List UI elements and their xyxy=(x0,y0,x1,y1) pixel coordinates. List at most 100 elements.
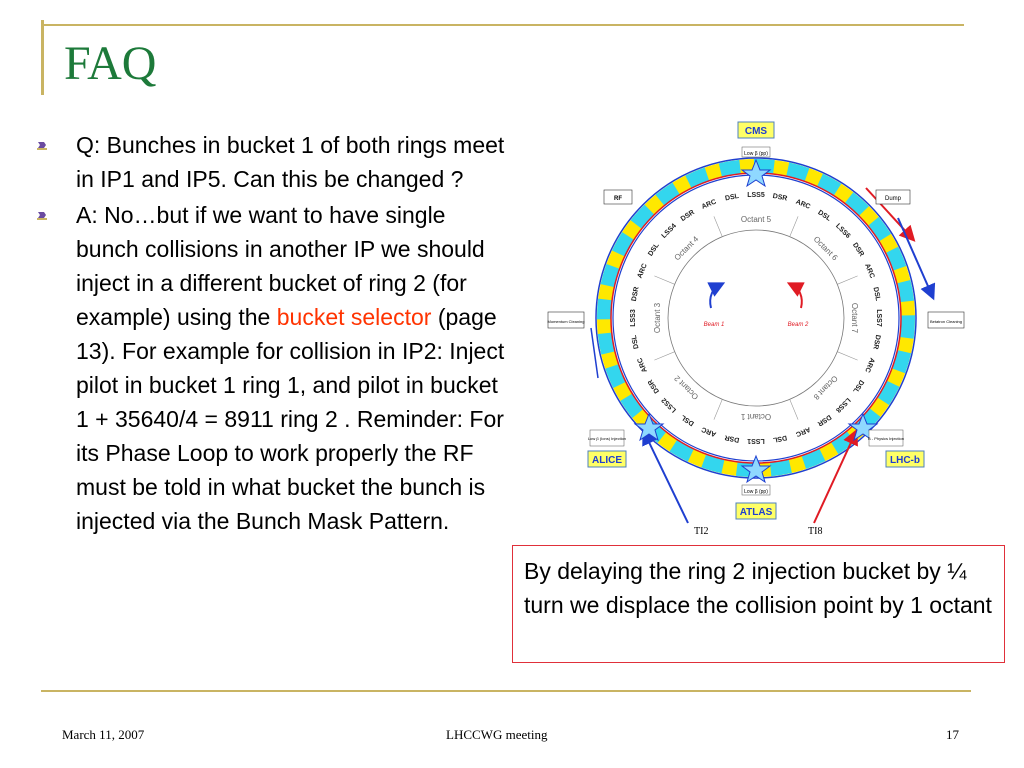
ring-section-label: DSL xyxy=(772,434,788,444)
ring-section-label: DSL xyxy=(872,287,882,303)
ip2-star xyxy=(633,412,665,442)
ring-section-label: LSS7 xyxy=(875,309,882,327)
ring-section-label: DSR xyxy=(871,334,881,350)
octant-label: Octant 2 xyxy=(672,373,700,401)
ring-section-label: LSS4 xyxy=(661,223,678,240)
beam-arrow-right-lower xyxy=(897,217,936,301)
ring-section-label: ARC xyxy=(863,357,875,374)
lhcb-label: LHC-b xyxy=(885,450,925,468)
ti8-transfer-line xyxy=(813,428,858,524)
svg-text:B - Physics Injection: B - Physics Injection xyxy=(868,436,904,441)
ring-section-label: ARC xyxy=(701,199,718,211)
low-beta-top-label: Low β (pp) xyxy=(741,146,771,158)
ring-section-label: DSR xyxy=(816,413,832,427)
ring-section-label: DSR xyxy=(647,378,661,394)
ring-section-label: DSR xyxy=(851,242,865,258)
page-number: 17 xyxy=(946,727,959,742)
alice-injection-label: Low β (Ions) Injection xyxy=(588,429,626,447)
ring-section-label: LSS1 xyxy=(747,437,765,444)
octant-label: Octant 7 xyxy=(850,303,859,334)
ring-section-label: ARC xyxy=(637,357,649,374)
ring-section-label: DSL xyxy=(725,193,741,203)
ti2-transfer-line xyxy=(642,428,689,524)
octant-divider xyxy=(789,216,799,237)
beam2-label: Beam 2 xyxy=(786,282,809,328)
title-accent-horizontal xyxy=(41,24,964,26)
ring-section-label: ARC xyxy=(701,425,718,437)
svg-text:Beam 1: Beam 1 xyxy=(704,322,725,328)
cms-label: CMS xyxy=(737,121,775,139)
footer-date: March 11, 2007 xyxy=(62,727,145,742)
svg-text:CMS: CMS xyxy=(745,126,768,137)
ring-section-label: DSL xyxy=(851,378,865,394)
betatron-cleaning-box: Betatron Cleaning xyxy=(927,311,965,329)
lhcb-injection-label: B - Physics Injection xyxy=(868,429,904,447)
slide-title: FAQ xyxy=(64,37,157,90)
low-beta-bottom-label: Low β (pp) xyxy=(741,484,771,496)
ring-section-label: DSL xyxy=(816,209,832,223)
svg-text:Dump: Dump xyxy=(885,196,902,202)
svg-text:Low β (pp): Low β (pp) xyxy=(744,489,768,495)
bucket-selector-highlight: bucket selector xyxy=(276,304,432,330)
octant-label: Octant 3 xyxy=(653,302,662,333)
answer-text-start: A: No…but if we want to have single bunc… xyxy=(76,202,485,330)
beam-arrow-left xyxy=(590,327,599,379)
octant-label: Octant 8 xyxy=(811,374,839,402)
octant-divider xyxy=(837,275,858,285)
ring-section-label: LSS3 xyxy=(630,309,637,327)
svg-text:RF: RF xyxy=(614,196,622,202)
octant-label: Octant 5 xyxy=(741,215,772,224)
ring-section-label: ARC xyxy=(863,263,875,280)
ring-section-label: LSS2 xyxy=(661,396,678,413)
ring-section-label: LSS6 xyxy=(834,223,851,240)
ring-section-label: DSL xyxy=(631,334,641,350)
ring-section-label: DSR xyxy=(772,193,788,203)
ti8-label: TI8 xyxy=(808,526,822,537)
ring-section-label: ARC xyxy=(795,425,812,437)
footer-meeting: LHCCWG meeting xyxy=(446,727,548,742)
beam1-label: Beam 1 xyxy=(704,282,726,328)
svg-text:Betatron Cleaning: Betatron Cleaning xyxy=(930,319,962,324)
bullet-answer: A: No…but if we want to have single bunc… xyxy=(36,198,506,538)
bullet-list: Q: Bunches in bucket 1 of both rings mee… xyxy=(36,128,506,540)
dump-box: Dump xyxy=(875,189,911,205)
rf-box: RF xyxy=(603,189,633,205)
octant-label: Octant 4 xyxy=(673,234,701,262)
octant-divider xyxy=(789,399,799,420)
ring-section-label: ARC xyxy=(637,263,649,280)
inner-octant-circle xyxy=(667,229,845,407)
svg-text:LHC-b: LHC-b xyxy=(890,455,920,466)
ip1-star xyxy=(740,454,772,484)
octant-divider xyxy=(713,399,723,420)
atlas-label: ATLAS xyxy=(735,502,777,520)
momentum-cleaning-box: Momentum Cleaning xyxy=(548,311,585,329)
ring-section-label: DSR xyxy=(631,286,641,302)
answer-text-end: (page 13). For example for collision in … xyxy=(76,304,505,534)
svg-text:Low β (pp): Low β (pp) xyxy=(744,151,768,157)
octant-divider xyxy=(837,351,858,361)
svg-text:Beam 2: Beam 2 xyxy=(788,322,809,328)
ip5-star xyxy=(740,158,772,188)
footer-divider xyxy=(41,690,971,692)
ring-section-label: DSR xyxy=(680,209,696,223)
svg-text:Momentum Cleaning: Momentum Cleaning xyxy=(548,319,585,324)
octant-labels: Octant 5 Octant 6 Octant 7 Octant 8 Octant 1… xyxy=(653,215,859,421)
outer-ring-edge xyxy=(595,157,917,479)
bullet-icon xyxy=(37,142,47,150)
question-text: Q: Bunches in bucket 1 of both rings mee… xyxy=(76,132,505,192)
octant-divider xyxy=(654,351,675,361)
alice-label: ALICE xyxy=(587,450,627,468)
ti2-label: TI2 xyxy=(694,526,708,537)
octant-label: Octant 6 xyxy=(812,235,840,263)
ring-section-label: ARC xyxy=(795,199,812,211)
octant-label: Octant 1 xyxy=(740,412,771,421)
ring-section-label: DSL xyxy=(679,413,695,427)
svg-text:Low β (Ions) Injection: Low β (Ions) Injection xyxy=(588,436,626,441)
ring-section-label: DSR xyxy=(724,433,740,443)
svg-text:ALICE: ALICE xyxy=(592,455,622,466)
title-accent-vertical xyxy=(41,20,44,95)
octant-divider xyxy=(713,216,723,237)
ring-section-label: LSS5 xyxy=(747,192,765,199)
callout-note: By delaying the ring 2 injection bucket … xyxy=(512,545,1005,663)
